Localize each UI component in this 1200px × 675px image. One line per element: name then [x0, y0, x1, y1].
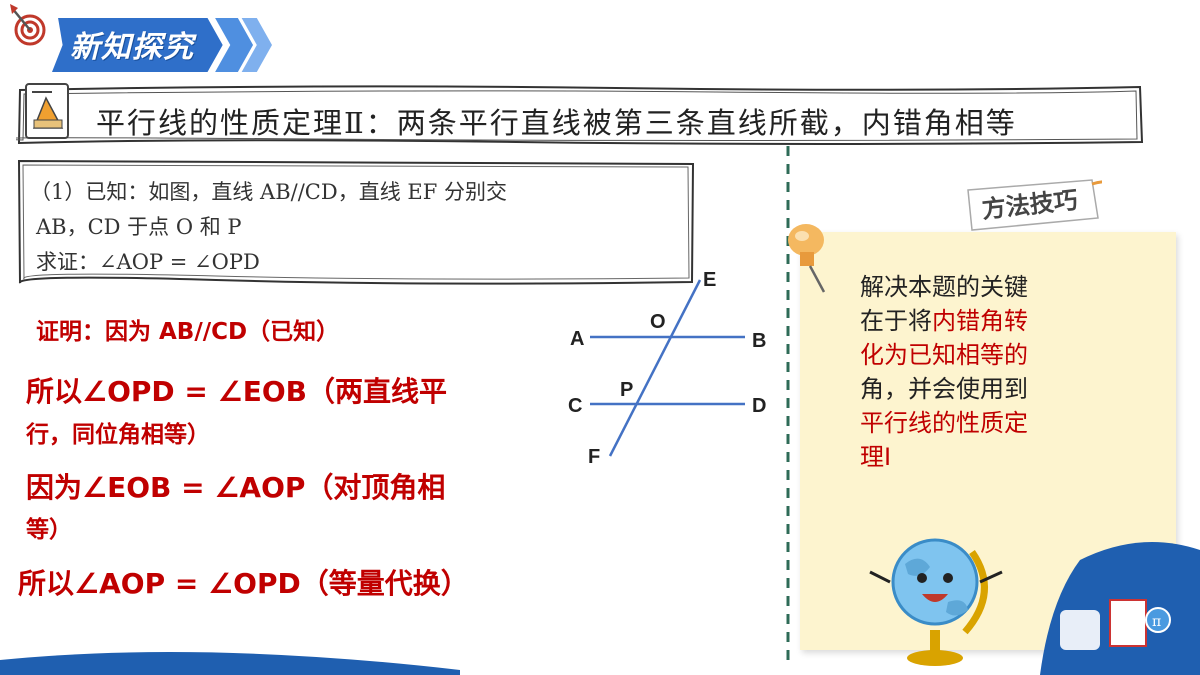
line-ef: [608, 279, 702, 457]
globe-mascot-icon: [869, 538, 1003, 666]
tip-line-2-text: 在于将: [860, 307, 932, 335]
theorem-statement: 平行线的性质定理Ⅱ：两条平行直线被第三条直线所截，内错角相等: [96, 106, 1017, 140]
label-o: O: [650, 311, 666, 333]
proof-line-4: 所以∠AOP = ∠OPD（等量代换）: [18, 567, 469, 600]
tip-line-1: 解决本题的关键: [860, 273, 1028, 301]
label-b: B: [752, 330, 766, 352]
proof-line-1: 证明：因为 AB//CD（已知）: [36, 319, 340, 345]
given-frame: [17, 159, 695, 285]
svg-text:π: π: [1152, 614, 1161, 630]
label-e: E: [703, 269, 716, 291]
section-title: 新知探究: [70, 30, 194, 65]
tips-tag: [967, 179, 1102, 231]
theorem-frame: [16, 85, 1144, 145]
tip-line-6: 理Ⅰ: [860, 443, 892, 471]
label-c: C: [568, 395, 582, 417]
proof-line-3b: 等）: [26, 517, 72, 543]
header-banner: [52, 18, 272, 72]
document-triangle-icon: [25, 83, 69, 139]
label-p: P: [620, 379, 633, 401]
tip-line-2: 在于将内错角转: [860, 304, 1028, 338]
bottom-wave: [0, 652, 460, 675]
given-line-2: AB，CD 于点 O 和 P: [36, 215, 242, 239]
tip-line-4: 角，并会使用到: [860, 375, 1028, 403]
dashed-divider: [786, 146, 790, 666]
label-a: A: [570, 328, 584, 350]
prove-line: 求证：∠AOP = ∠OPD: [36, 250, 260, 274]
tip-line-3: 化为已知相等的: [860, 341, 1028, 369]
tip-line-5: 平行线的性质定: [860, 409, 1028, 437]
pushpin-icon: [788, 224, 826, 293]
proof-line-3a: 因为∠EOB = ∠AOP（对顶角相: [26, 471, 446, 504]
dart-target-icon: [10, 4, 46, 46]
tip-line-2-highlight: 内错角转: [932, 307, 1028, 335]
parallel-lines-diagram: A B C D E F O P: [568, 269, 766, 468]
label-f: F: [588, 446, 600, 468]
label-d: D: [752, 395, 766, 417]
given-line-1: （1）已知：如图，直线 AB//CD，直线 EF 分别交: [30, 180, 507, 204]
proof-line-2b: 行，同位角相等）: [26, 422, 210, 448]
proof-line-2a: 所以∠OPD = ∠EOB（两直线平: [26, 375, 447, 408]
corner-decoration: π: [1040, 542, 1200, 675]
